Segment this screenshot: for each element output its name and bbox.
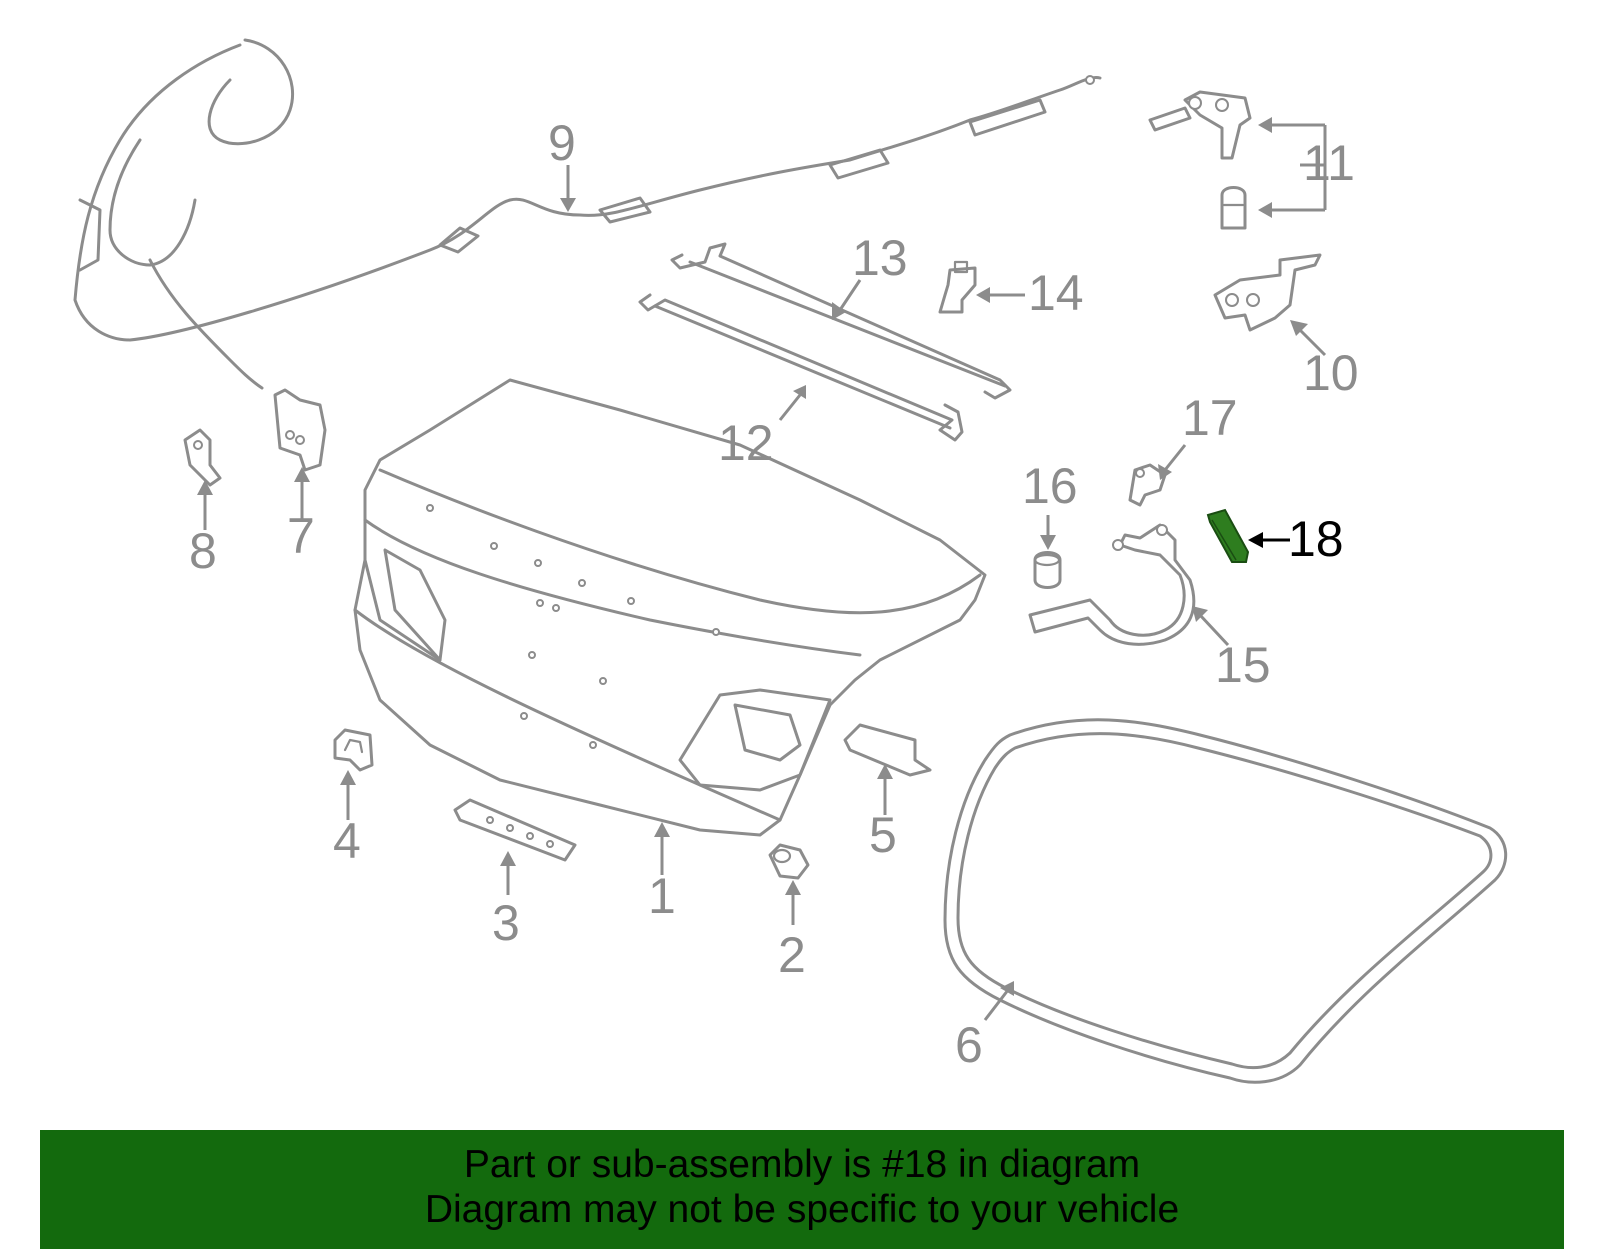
part-15-hinge-arm [1028, 523, 1196, 646]
callout-9: 9 [548, 115, 576, 171]
part-13-torsion-bar [670, 242, 1012, 400]
part-17-bolt [1128, 463, 1167, 507]
callout-10: 10 [1303, 345, 1359, 401]
part-6-weatherstrip [943, 718, 1508, 1084]
callout-8: 8 [189, 523, 217, 579]
part-7-latch [273, 388, 327, 472]
callout-4: 4 [333, 813, 361, 869]
banner-line-2: Diagram may not be specific to your vehi… [424, 1188, 1180, 1231]
part-8-clip [183, 428, 222, 487]
callout-5: 5 [869, 807, 897, 863]
part-14-bracket [938, 260, 977, 314]
callout-18: 18 [1288, 511, 1344, 567]
callout-12: 12 [718, 415, 774, 471]
part-11-lock-cylinder [1148, 90, 1252, 230]
callout-14: 14 [1028, 265, 1084, 321]
banner-line-1: Part or sub-assembly is #18 in diagram [463, 1143, 1141, 1186]
part-10-hinge [1213, 253, 1322, 332]
part-16-bumper [1033, 551, 1062, 589]
callout-1: 1 [648, 868, 676, 924]
callout-arrows [197, 117, 1327, 1021]
callout-16: 16 [1022, 458, 1078, 514]
part-18-highlighted[interactable] [1206, 508, 1250, 563]
part-3-garnish [453, 798, 577, 862]
part-2-bumper [768, 843, 810, 880]
info-banner: Part or sub-assembly is #18 in diagram D… [40, 1130, 1564, 1249]
callout-labels: 9 13 14 11 10 12 8 7 16 17 18 15 4 5 1 3… [189, 115, 1359, 1073]
part-1-trunk-lid [353, 378, 987, 837]
part-9-release-cable [73, 38, 1102, 390]
part-4-clip [333, 728, 374, 772]
callout-17: 17 [1182, 390, 1238, 446]
callout-6: 6 [955, 1017, 983, 1073]
part-12-torsion-bar [638, 293, 964, 442]
callout-3: 3 [492, 895, 520, 951]
callout-2: 2 [778, 927, 806, 983]
callout-15: 15 [1215, 637, 1271, 693]
part-5-handle [843, 723, 932, 777]
callout-13: 13 [852, 230, 908, 286]
callout-7: 7 [287, 508, 315, 564]
callout-11: 11 [1303, 135, 1355, 191]
